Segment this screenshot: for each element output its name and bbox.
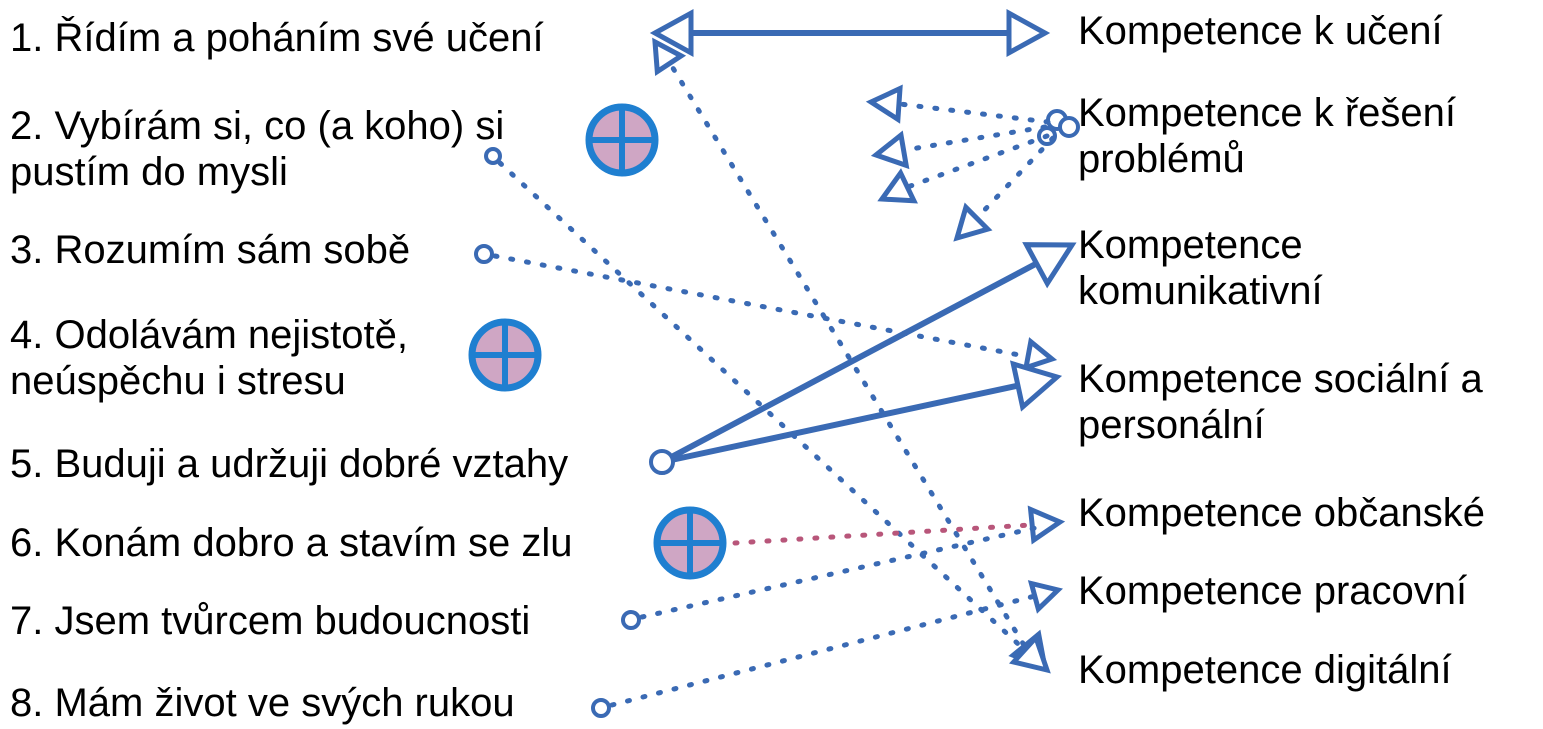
left-item-2: 2. Vybírám si, co (a koho) si pustím do … (10, 103, 504, 195)
right-item-3-line-2: komunikativní (1078, 269, 1323, 313)
connector-8-work (609, 593, 1038, 708)
arrowhead-3-social (1022, 337, 1058, 372)
plus-circle-icon-item-2 (585, 103, 659, 177)
right-item-4-line-1: Kompetence sociální a (1078, 357, 1483, 401)
arrowhead-problems-d (953, 202, 993, 242)
left-item-2-line-2: pustím do mysli (10, 150, 288, 194)
connector-7-civic (639, 525, 1038, 620)
left-item-8-line-1: 8. Mám život ve svých rukou (10, 681, 515, 725)
connector-3-social (492, 253, 1033, 360)
arrowhead-problems-b (870, 130, 910, 170)
left-item-6: 6. Konám dobro a stavím se zlu (10, 520, 573, 566)
left-item-7: 7. Jsem tvůrcem budoucnosti (10, 598, 530, 644)
left-item-1-line-1: 1. Řídím a poháním své učení (10, 16, 544, 60)
arrowhead-5-social (1009, 360, 1063, 412)
right-item-5-line-1: Kompetence občanské (1078, 491, 1485, 535)
start-ring-8 (591, 698, 611, 718)
left-item-4-line-1: 4. Odolávám nejistotě, (10, 313, 408, 357)
connector-problems-a (897, 101, 1051, 125)
right-item-2-line-2: problémů (1078, 137, 1245, 181)
right-item-4: Kompetence sociální a personální (1078, 356, 1483, 448)
right-item-5: Kompetence občanské (1078, 490, 1485, 536)
connector-problems-d (972, 135, 1056, 223)
start-ring-5 (649, 449, 675, 475)
connector-problems-c (902, 133, 1050, 191)
left-item-8: 8. Mám život ve svých rukou (10, 680, 515, 726)
start-ring-3 (474, 244, 494, 264)
right-item-6: Kompetence pracovní (1078, 568, 1467, 614)
start-ring-2 (484, 147, 502, 165)
arrowhead-2-digital (1009, 632, 1051, 674)
connector-6-civic (732, 522, 1033, 546)
start-ring-7 (621, 610, 641, 630)
right-item-4-line-2: personální (1078, 403, 1265, 447)
left-item-4-line-2: neúspěchu i stresu (10, 359, 346, 403)
right-item-7: Kompetence digitální (1078, 647, 1452, 693)
left-item-2-line-1: 2. Vybírám si, co (a koho) si (10, 104, 505, 148)
right-item-3-line-1: Kompetence (1078, 223, 1303, 267)
connector-5-communicative (660, 256, 1047, 465)
plus-circle-icon-item-4 (468, 318, 542, 392)
right-item-2-line-1: Kompetence k řešení (1078, 91, 1456, 135)
connector-1-digital (662, 52, 1033, 658)
arrowhead-problems-a (865, 84, 903, 124)
right-item-6-line-1: Kompetence pracovní (1078, 569, 1468, 613)
start-ring-problems-2 (1058, 116, 1080, 138)
left-item-3: 3. Rozumím sám sobě (10, 227, 410, 273)
plus-circle-icon-item-6 (653, 506, 727, 580)
connector-problems-b (902, 124, 1048, 153)
left-item-5-line-1: 5. Buduji a udržuji dobré vztahy (10, 442, 569, 486)
arrowhead-8-work (1027, 580, 1064, 614)
right-item-1-line-1: Kompetence k učení (1078, 9, 1443, 53)
left-item-5: 5. Buduji a udržuji dobré vztahy (10, 441, 568, 487)
right-item-7-line-1: Kompetence digitální (1078, 648, 1452, 692)
connector-5-social (661, 380, 1031, 465)
arrowhead-1-top (652, 37, 687, 77)
arrowhead-5-communicative (1022, 242, 1077, 289)
right-item-3: Kompetence komunikativní (1078, 222, 1323, 314)
left-item-7-line-1: 7. Jsem tvůrcem budoucnosti (10, 599, 531, 643)
left-item-1: 1. Řídím a poháním své učení (10, 15, 544, 61)
arrowhead-problems-c (877, 168, 918, 204)
arrowhead-learning-right (1006, 8, 1051, 58)
right-item-1: Kompetence k učení (1078, 8, 1443, 54)
left-item-6-line-1: 6. Konám dobro a stavím se zlu (10, 521, 573, 565)
left-item-4: 4. Odolávám nejistotě, neúspěchu i stres… (10, 312, 408, 404)
left-item-3-line-1: 3. Rozumím sám sobě (10, 228, 411, 272)
right-item-2: Kompetence k řešení problémů (1078, 90, 1456, 182)
arrowhead-6-civic (1027, 505, 1066, 545)
arrowhead-learning-left (649, 8, 694, 58)
